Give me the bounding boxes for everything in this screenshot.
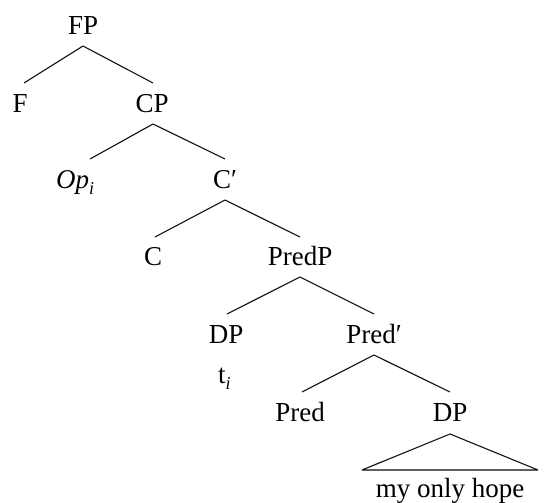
node-trace: ti [218, 359, 231, 393]
node-dp-subject: DP [209, 319, 244, 349]
node-predp: PredP [268, 241, 333, 271]
branch-predbar-pred [301, 354, 375, 393]
branch-predp-predbar [299, 276, 375, 315]
branch-fp-f [23, 45, 84, 84]
op-label: Op [56, 164, 89, 194]
branch-cbar-c [154, 199, 226, 238]
op-index: i [89, 178, 94, 198]
branch-predp-dp [226, 276, 301, 315]
node-pred: Pred [275, 397, 325, 427]
node-cp: CP [135, 88, 168, 118]
node-dp-object: DP [433, 397, 468, 427]
dp-triangle [361, 433, 539, 471]
trace-index: i [226, 373, 231, 393]
branch-cp-op [89, 123, 154, 160]
dp-object-content: my only hope [376, 473, 525, 503]
node-c-bar: C′ [213, 164, 237, 194]
branch-predbar-dp [373, 354, 451, 393]
branch-cbar-predp [224, 199, 301, 238]
branch-fp-cp [82, 45, 154, 84]
branch-cp-cbar [152, 123, 226, 160]
trace-label: t [218, 359, 226, 389]
node-c: C [144, 241, 162, 271]
node-pred-bar: Pred′ [346, 319, 401, 349]
node-f: F [12, 88, 27, 118]
node-op: Opi [56, 164, 94, 198]
node-fp: FP [68, 10, 98, 40]
